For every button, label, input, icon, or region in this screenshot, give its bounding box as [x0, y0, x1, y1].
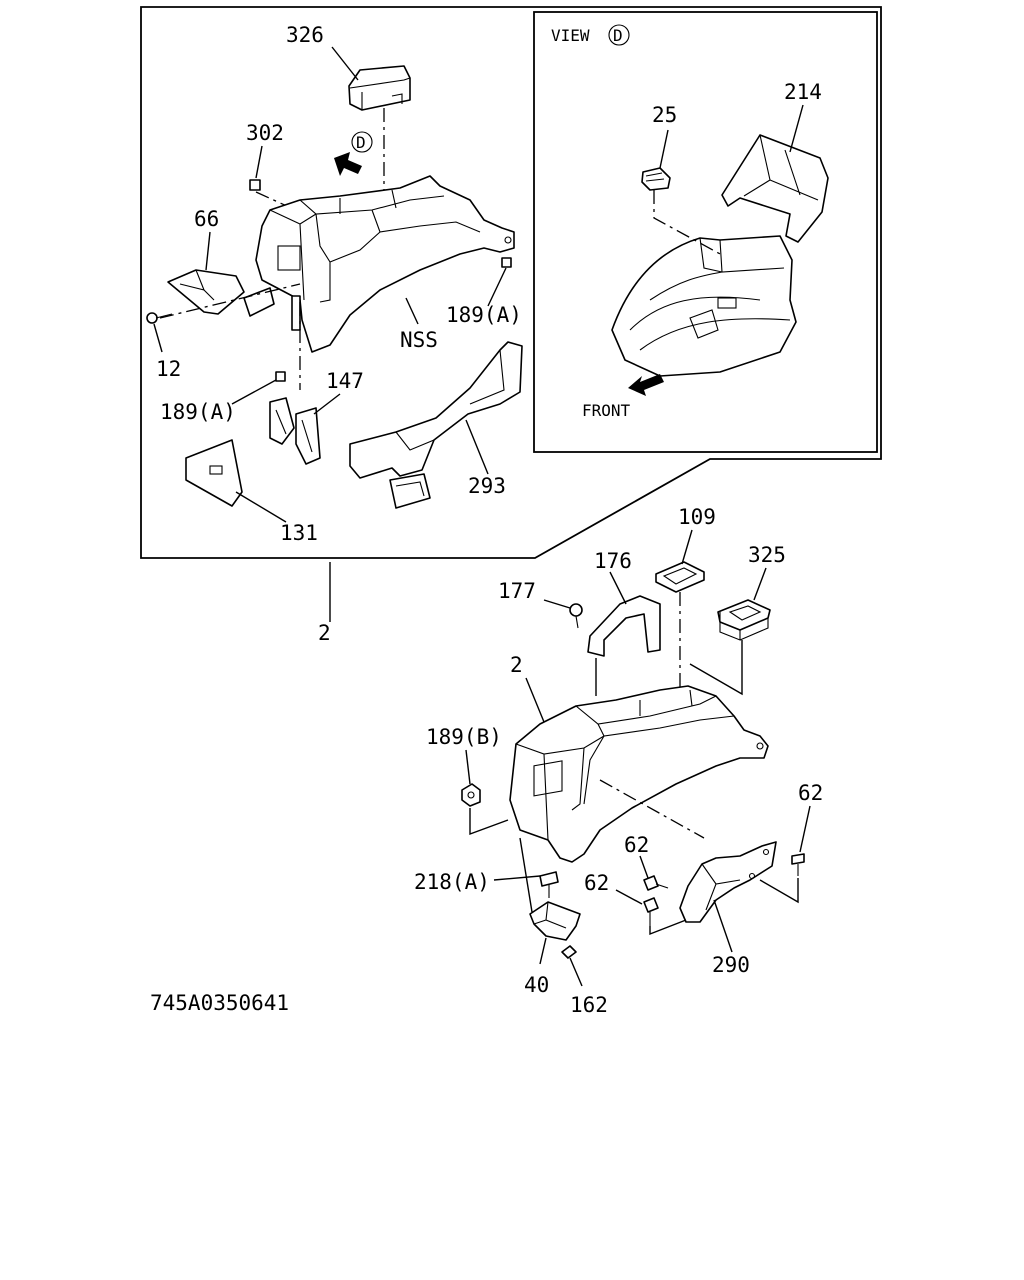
- leader-189b: [465, 749, 471, 785]
- callout-189b: 189(B): [426, 725, 502, 749]
- callout-293: 293: [468, 474, 506, 498]
- leader-131: [235, 491, 287, 523]
- part-189a-right: [501, 257, 512, 268]
- callout-147: 147: [326, 369, 364, 393]
- view-label: VIEW: [551, 26, 590, 45]
- part-147-latch: [269, 397, 321, 465]
- leader-293: [465, 419, 489, 475]
- part-189b-nut: [461, 783, 481, 807]
- front-label: FRONT: [582, 401, 631, 420]
- drawing-number: 745A0350641: [150, 991, 289, 1015]
- svg-text:D: D: [356, 133, 366, 152]
- part-293-duct: [349, 341, 523, 509]
- part-162-pad: [561, 945, 577, 959]
- part-290-bracket: [679, 841, 777, 923]
- ref-218a: [519, 837, 533, 913]
- leader-62-right: [799, 805, 811, 853]
- leader-40: [539, 937, 547, 965]
- leader-62-low: [615, 889, 643, 905]
- callout-290: 290: [712, 953, 750, 977]
- callout-nss: NSS: [400, 328, 438, 352]
- callout-62-low: 62: [584, 871, 609, 895]
- leader-66: [205, 231, 211, 271]
- callout-302: 302: [246, 121, 284, 145]
- callout-66: 66: [194, 207, 219, 231]
- leader-218a: [493, 875, 541, 881]
- part-12-screw: [146, 312, 173, 324]
- front-arrow: [628, 374, 664, 396]
- callout-214: 214: [784, 80, 822, 104]
- part-109: [655, 561, 705, 593]
- callout-162: 162: [570, 993, 608, 1017]
- callout-25: 25: [652, 103, 677, 127]
- callout-12: 12: [156, 357, 181, 381]
- leader-189a-left: [231, 379, 277, 405]
- callout-2-top: 2: [318, 621, 331, 645]
- part-62-right-screw: [791, 853, 805, 876]
- callout-218a: 218(A): [414, 870, 490, 894]
- part-40-bracket: [529, 901, 581, 941]
- part-2-console-main: [509, 685, 769, 863]
- leader-302: [255, 145, 263, 179]
- callout-131: 131: [280, 521, 318, 545]
- ref-189b: [469, 808, 509, 836]
- view-d-dash-leader: [653, 190, 723, 256]
- leader-25: [659, 129, 669, 169]
- part-214-tray: [721, 134, 829, 243]
- callout-2-main: 2: [510, 653, 523, 677]
- leader-162: [569, 957, 583, 987]
- dash-66: [159, 283, 301, 319]
- leader-177: [543, 599, 571, 609]
- leader-147: [313, 393, 341, 415]
- callout-325: 325: [748, 543, 786, 567]
- callout-40: 40: [524, 973, 549, 997]
- callout-326: 326: [286, 23, 324, 47]
- part-25-clip: [641, 167, 671, 191]
- view-letter-circle: D: [608, 24, 630, 46]
- leader-189a-right: [487, 267, 507, 307]
- leader-2-main: [525, 677, 545, 723]
- callout-62-right: 62: [798, 781, 823, 805]
- part-66-bracket: [243, 287, 275, 317]
- part-326-lid: [348, 65, 411, 111]
- leader-326: [331, 46, 359, 81]
- leader-290: [713, 899, 733, 953]
- part-console-tab: [291, 295, 301, 331]
- leader-214: [789, 104, 804, 153]
- part-62-mid-screw: [643, 875, 669, 891]
- view-d-arrow: D: [334, 131, 373, 176]
- part-176-handle: [587, 595, 661, 657]
- leader-109: [681, 529, 693, 565]
- callout-62-mid: 62: [624, 833, 649, 857]
- part-66-bezel: [167, 269, 245, 315]
- part-325: [717, 599, 771, 641]
- callout-189a-right: 189(A): [446, 303, 522, 327]
- callout-177: 177: [498, 579, 536, 603]
- leader-176: [609, 571, 627, 605]
- callout-176: 176: [594, 549, 632, 573]
- leader-62-mid: [639, 855, 649, 879]
- view-d-frame: [533, 11, 878, 453]
- callout-109: 109: [678, 505, 716, 529]
- dash-body-bracket: [599, 779, 705, 839]
- part-302-clip: [249, 179, 261, 191]
- ref-62-low: [649, 919, 687, 936]
- leader-12: [153, 323, 163, 353]
- leader-nss: [405, 297, 419, 325]
- detail-frame: [140, 6, 882, 559]
- ref-62-right: [759, 878, 799, 904]
- callout-189a-left: 189(A): [160, 400, 236, 424]
- svg-text:D: D: [613, 26, 623, 45]
- ref-325: [689, 640, 743, 696]
- part-console-upper: [255, 175, 515, 353]
- view-d-console-body: [611, 235, 797, 377]
- part-62-low-screw: [643, 897, 659, 926]
- part-189a-left: [275, 371, 286, 382]
- leader-325: [753, 567, 767, 601]
- part-177-screw: [569, 603, 583, 629]
- part-218a-screw: [539, 871, 559, 898]
- part-131-plate: [185, 439, 243, 507]
